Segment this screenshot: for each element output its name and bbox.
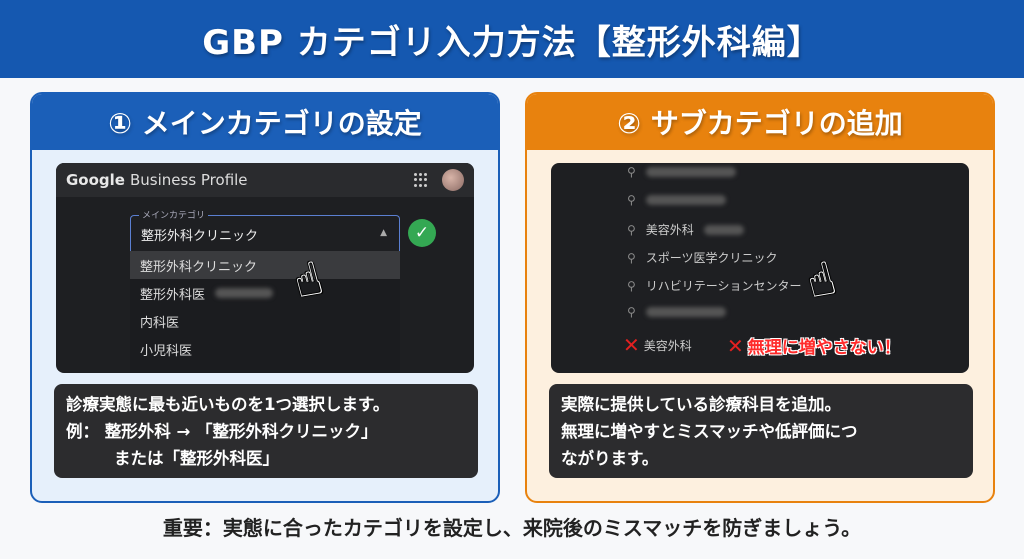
search-suggestion[interactable]: ⚲ xyxy=(627,165,736,179)
gbp-screenshot: Google Business Profile メインカテゴリ 整形外科クリニッ… xyxy=(56,163,474,373)
main-category-panel: ① メインカテゴリの設定 Google Business Profile メイン… xyxy=(30,92,500,503)
search-suggestion[interactable]: ⚲ xyxy=(627,305,726,319)
header-banner: GBP カテゴリ入力方法【整形外科編】 xyxy=(0,0,1024,78)
category-dropdown: 整形外科クリニック 整形外科医 内科医 小児科医 xyxy=(130,251,400,373)
x-mark-icon: ✕ xyxy=(623,333,640,357)
dropdown-option[interactable]: 内科医 xyxy=(140,315,180,331)
search-suggestion[interactable]: ⚲美容外科 xyxy=(627,221,744,238)
rejected-suggestion: ✕美容外科 xyxy=(623,333,692,357)
check-icon: ✓ xyxy=(408,219,436,247)
search-icon: ⚲ xyxy=(627,165,636,179)
dropdown-option[interactable]: 小児科医 xyxy=(140,343,193,359)
dropdown-option[interactable]: 整形外科医 xyxy=(130,279,400,307)
product-name: Business Profile xyxy=(129,171,248,189)
instruction-note: 実際に提供している診療科目を追加。 無理に増やすとミスマッチや低評価につ ながり… xyxy=(549,384,973,478)
search-icon: ⚲ xyxy=(627,193,636,207)
important-footer: 重要：実態に合ったカテゴリを設定し、来院後のミスマッチを防ぎましょう。 xyxy=(162,516,862,540)
x-mark-icon: ✕ xyxy=(727,333,744,358)
search-icon: ⚲ xyxy=(627,250,636,265)
search-suggestion[interactable]: ⚲スポーツ医学クリニック xyxy=(627,250,778,266)
field-value: 整形外科クリニック xyxy=(141,229,259,244)
panel-title: ① メインカテゴリの設定 xyxy=(32,94,498,150)
search-suggestion[interactable]: ⚲ xyxy=(627,193,726,207)
page-title: GBP カテゴリ入力方法【整形外科編】 xyxy=(202,22,822,63)
sub-category-panel: ② サブカテゴリの追加 ⚲ ⚲ ⚲美容外科 ⚲スポーツ医学クリニック ⚲リハビリ… xyxy=(525,92,995,503)
instruction-note: 診療実態に最も近いものを1つ選択します。 例： 整形外科 → 「整形外科クリニッ… xyxy=(54,384,478,478)
gbp-top-bar: Google Business Profile xyxy=(56,163,474,197)
search-icon: ⚲ xyxy=(627,222,636,237)
apps-grid-icon[interactable] xyxy=(414,173,428,187)
dropdown-option[interactable]: 整形外科クリニック xyxy=(130,251,400,279)
search-suggestion[interactable]: ⚲リハビリテーションセンター xyxy=(627,278,802,294)
caret-up-icon[interactable]: ▲ xyxy=(380,228,387,238)
search-results-screenshot: ⚲ ⚲ ⚲美容外科 ⚲スポーツ医学クリニック ⚲リハビリテーションセンター ⚲ … xyxy=(551,163,969,373)
panel-title: ② サブカテゴリの追加 xyxy=(527,94,993,150)
warning-callout: ✕ 無理に増やさない！ xyxy=(727,333,901,359)
search-icon: ⚲ xyxy=(627,278,636,293)
main-category-select[interactable]: メインカテゴリ 整形外科クリニック ▲ xyxy=(130,208,400,251)
pointing-hand-icon: ☝ xyxy=(800,250,842,310)
avatar[interactable] xyxy=(442,169,464,191)
google-logo: Google xyxy=(66,171,125,189)
warning-text: 無理に増やさない！ xyxy=(747,338,901,358)
field-label: メインカテゴリ xyxy=(139,208,209,221)
search-icon: ⚲ xyxy=(627,305,636,319)
